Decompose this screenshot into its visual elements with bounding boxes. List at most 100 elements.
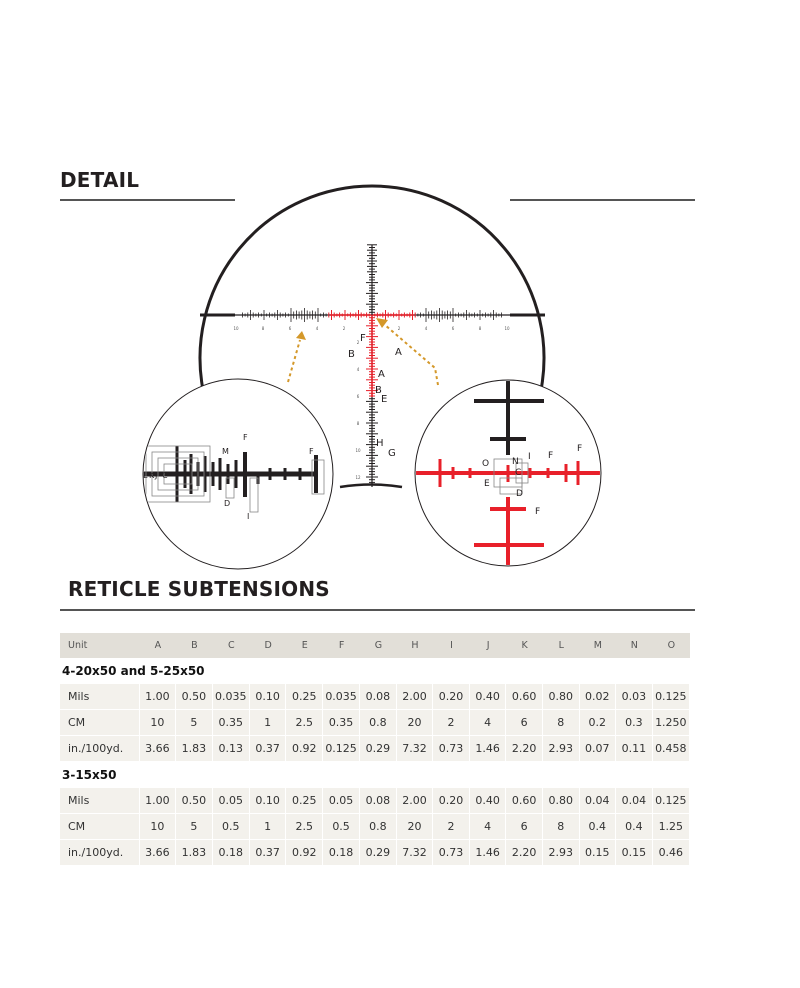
h-scale-number: 4 (316, 326, 319, 331)
dimension-label: A (395, 347, 402, 358)
h-scale-number: 4 (425, 326, 428, 331)
column-header: A (139, 633, 177, 658)
column-header: C (212, 633, 250, 658)
left-dimension-boxes (145, 445, 325, 513)
h-scale-number: 2 (343, 326, 346, 331)
column-header: B (176, 633, 213, 658)
detail-title: DETAIL (60, 168, 140, 192)
value-cell: 2.20 (506, 840, 543, 866)
value-cell: 10 (139, 710, 177, 736)
dimension-label: N (512, 457, 519, 467)
value-cell: 2 (433, 814, 470, 840)
arrow-right-head (376, 318, 388, 328)
column-header: D (249, 633, 287, 658)
value-cell: 0.08 (360, 684, 397, 710)
value-cell: 0.25 (286, 788, 323, 814)
value-cell: 2.00 (396, 684, 434, 710)
dimension-label: B (348, 349, 355, 360)
column-header: F (322, 633, 361, 658)
value-cell: 0.125 (322, 736, 361, 762)
value-cell: 20 (396, 814, 434, 840)
dimension-label: K (149, 471, 155, 480)
value-cell: 0.04 (579, 788, 617, 814)
value-cell: 0.20 (433, 684, 470, 710)
dimension-label: F (360, 333, 366, 344)
value-cell: 7.32 (396, 736, 434, 762)
h-scale-number: 8 (479, 326, 482, 331)
value-cell: 0.3 (616, 710, 653, 736)
value-cell: 0.05 (212, 788, 250, 814)
value-cell: 0.03 (616, 684, 653, 710)
value-cell: 4 (469, 814, 507, 840)
value-cell: 0.50 (176, 788, 213, 814)
value-cell: 0.29 (360, 736, 397, 762)
dimension-label: O (482, 459, 489, 469)
dimension-label: F (535, 507, 540, 517)
column-header: O (652, 633, 690, 658)
dimension-label: F (548, 451, 553, 461)
value-cell: 0.25 (286, 684, 323, 710)
value-cell: 8 (542, 814, 580, 840)
h-scale-number: 10 (504, 326, 510, 331)
v-scale-number: 10 (355, 448, 361, 453)
value-cell: 0.11 (616, 736, 653, 762)
value-cell: 6 (506, 814, 543, 840)
unit-cell: Mils (60, 788, 140, 814)
value-cell: 0.035 (322, 684, 361, 710)
column-header: N (616, 633, 653, 658)
dimension-label: H (376, 438, 384, 449)
value-cell: 0.35 (322, 710, 361, 736)
unit-cell: CM (60, 814, 140, 840)
h-scale-number: 6 (452, 326, 455, 331)
value-cell: 2 (433, 710, 470, 736)
dimension-label: G (388, 448, 396, 459)
value-cell: 1 (249, 814, 287, 840)
value-cell: 8 (542, 710, 580, 736)
dimension-label: F (309, 447, 314, 456)
value-cell: 1.25 (652, 814, 690, 840)
value-cell: 7.32 (396, 840, 434, 866)
value-cell: 0.60 (506, 788, 543, 814)
v-scale-number: 4 (357, 367, 360, 372)
reticle-ticks (241, 244, 503, 483)
value-cell: 1.00 (139, 684, 177, 710)
h-scale-number: 2 (398, 326, 401, 331)
value-cell: 0.05 (322, 788, 361, 814)
value-cell: 2.00 (396, 788, 434, 814)
value-cell: 0.4 (579, 814, 617, 840)
h-scale-number: 6 (289, 326, 292, 331)
h-scale-number: 8 (262, 326, 265, 331)
value-cell: 0.5 (322, 814, 361, 840)
value-cell: 2.5 (286, 710, 323, 736)
value-cell: 0.73 (433, 840, 470, 866)
value-cell: 0.8 (360, 710, 397, 736)
value-cell: 0.40 (469, 684, 507, 710)
right-dimension-boxes (493, 458, 529, 495)
dimension-label: M (222, 447, 229, 456)
value-cell: 20 (396, 710, 434, 736)
dimension-label: E (381, 394, 387, 405)
subtensions-rule (60, 609, 695, 611)
column-header: E (286, 633, 323, 658)
value-cell: 0.18 (212, 840, 250, 866)
dimension-label: C (162, 471, 168, 480)
subtensions-title: RETICLE SUBTENSIONS (68, 577, 330, 601)
value-cell: 0.37 (249, 840, 287, 866)
value-cell: 0.04 (616, 788, 653, 814)
value-cell: 2.20 (506, 736, 543, 762)
unit-cell: CM (60, 710, 140, 736)
value-cell: 0.20 (433, 788, 470, 814)
value-cell: 0.60 (506, 684, 543, 710)
dimension-label: C (515, 468, 521, 478)
dimension-label: E (484, 479, 490, 489)
value-cell: 0.08 (360, 788, 397, 814)
value-cell: 4 (469, 710, 507, 736)
value-cell: 0.29 (360, 840, 397, 866)
